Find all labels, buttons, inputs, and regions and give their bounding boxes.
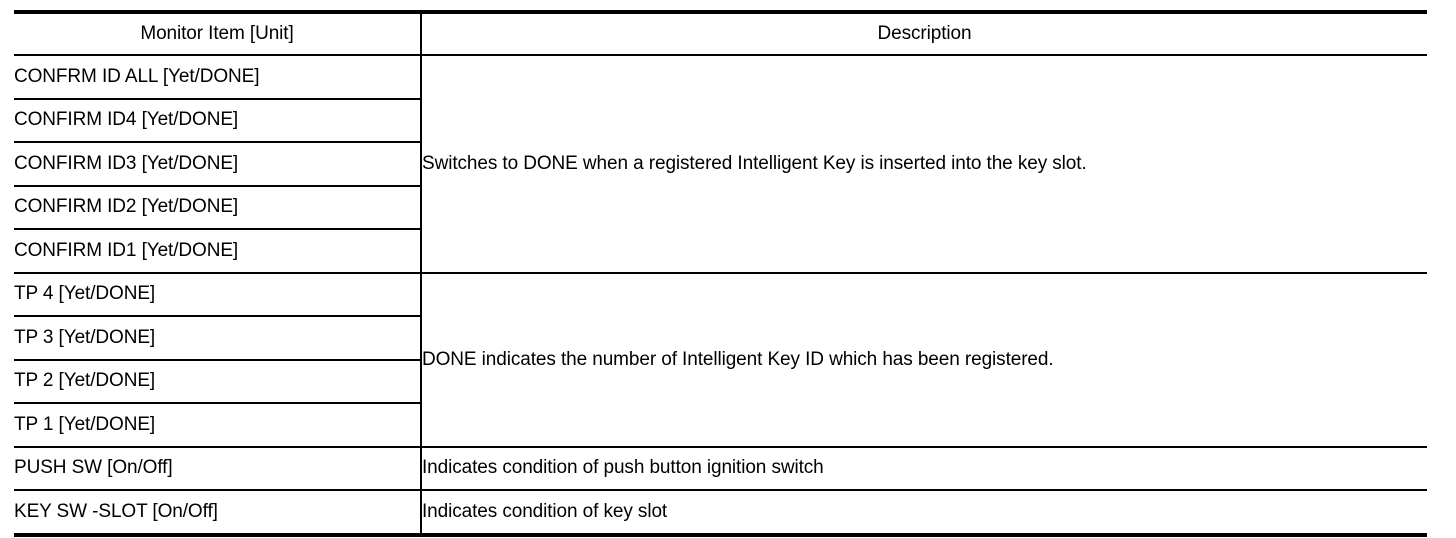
column-header-description: Description <box>421 10 1427 56</box>
description-cell: Indicates condition of push button ignit… <box>421 446 1427 491</box>
description-text: Indicates condition of push button ignit… <box>422 457 824 479</box>
description-cell: Indicates condition of key slot <box>421 490 1427 537</box>
table-row: CONFIRM ID2 [Yet/DONE] <box>14 185 1427 230</box>
table-row: CONFIRM ID3 [Yet/DONE] <box>14 142 1427 187</box>
table-row: KEY SW -SLOT [On/Off] Indicates conditio… <box>14 490 1427 537</box>
monitor-item-cell: TP 2 [Yet/DONE] <box>14 359 422 404</box>
monitor-item-table-container: Monitor Item [Unit] Description CONFRM I… <box>14 10 1427 537</box>
monitor-item-cell: CONFIRM ID4 [Yet/DONE] <box>14 98 422 143</box>
table-row: TP 4 [Yet/DONE] DONE indicates the numbe… <box>14 272 1427 448</box>
table-row: TP 1 [Yet/DONE] <box>14 403 1427 448</box>
monitor-item-cell: TP 1 [Yet/DONE] <box>14 403 422 448</box>
monitor-item-cell: CONFIRM ID3 [Yet/DONE] <box>14 142 422 187</box>
monitor-item-cell: PUSH SW [On/Off] <box>14 446 422 491</box>
description-text: Switches to DONE when a registered Intel… <box>422 152 1087 174</box>
table-row: CONFIRM ID4 [Yet/DONE] <box>14 98 1427 143</box>
table-head: Monitor Item [Unit] Description <box>14 10 1427 56</box>
table-row: CONFRM ID ALL [Yet/DONE] Switches to DON… <box>14 55 1427 274</box>
monitor-item-cell: CONFIRM ID1 [Yet/DONE] <box>14 229 422 274</box>
description-cell: Switches to DONE when a registered Intel… <box>421 55 1427 274</box>
column-header-monitor-item: Monitor Item [Unit] <box>14 10 422 56</box>
description-cell: DONE indicates the number of Intelligent… <box>421 272 1427 448</box>
table-header-row: Monitor Item [Unit] Description <box>14 10 1427 56</box>
monitor-item-cell: TP 3 [Yet/DONE] <box>14 316 422 361</box>
monitor-item-cell: CONFRM ID ALL [Yet/DONE] <box>14 55 422 100</box>
monitor-item-table: Monitor Item [Unit] Description CONFRM I… <box>14 10 1427 537</box>
table-row: TP 3 [Yet/DONE] <box>14 316 1427 361</box>
table-body: CONFRM ID ALL [Yet/DONE] Switches to DON… <box>14 55 1427 537</box>
description-text: DONE indicates the number of Intelligent… <box>422 348 1054 370</box>
description-text: Indicates condition of key slot <box>422 500 668 522</box>
monitor-item-cell: TP 4 [Yet/DONE] <box>14 272 422 317</box>
table-row: PUSH SW [On/Off] Indicates condition of … <box>14 446 1427 491</box>
monitor-item-cell: KEY SW -SLOT [On/Off] <box>14 490 422 537</box>
monitor-item-cell: CONFIRM ID2 [Yet/DONE] <box>14 185 422 230</box>
table-row: TP 2 [Yet/DONE] <box>14 359 1427 404</box>
table-row: CONFIRM ID1 [Yet/DONE] <box>14 229 1427 274</box>
